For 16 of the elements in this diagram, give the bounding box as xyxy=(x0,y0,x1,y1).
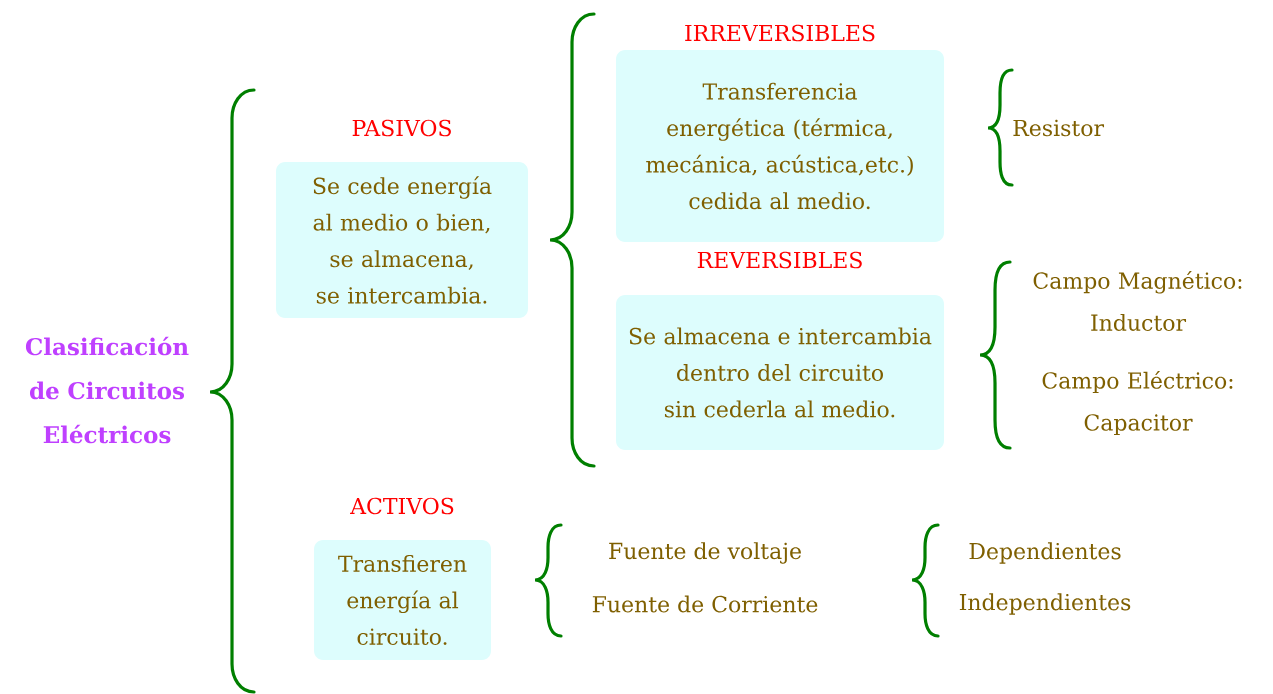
label-text: Campo Magnético: Inductor xyxy=(1033,271,1242,331)
title: Clasificación de Circuitos Eléctricos xyxy=(25,336,189,444)
label-text: Fuente de voltaje xyxy=(609,542,801,564)
label-text: Independientes xyxy=(959,593,1131,615)
label-text: Campo Eléctrico: Capacitor xyxy=(1042,370,1233,436)
heading: ACTIVOS xyxy=(350,497,454,515)
text-box: Se almacena e intercambia dentro del circuito sin cederla al medio. xyxy=(616,295,944,450)
text-box: Transfieren energía al circuito. xyxy=(314,540,491,660)
label-text: Fuente de Corriente xyxy=(592,595,818,613)
label-text: Dependientes xyxy=(969,542,1121,564)
heading: REVERSIBLES xyxy=(697,251,862,269)
heading: PASIVOS xyxy=(352,119,451,137)
label-text: Resistor xyxy=(1013,119,1105,137)
heading: IRREVERSIBLES xyxy=(685,24,875,42)
text-box: Transferencia energética (térmica, mecánica, acústica,etc.) cedida al medio. xyxy=(616,50,944,242)
text-box: Se cede energía al medio o bien, se almacena, se intercambia. xyxy=(276,162,528,318)
